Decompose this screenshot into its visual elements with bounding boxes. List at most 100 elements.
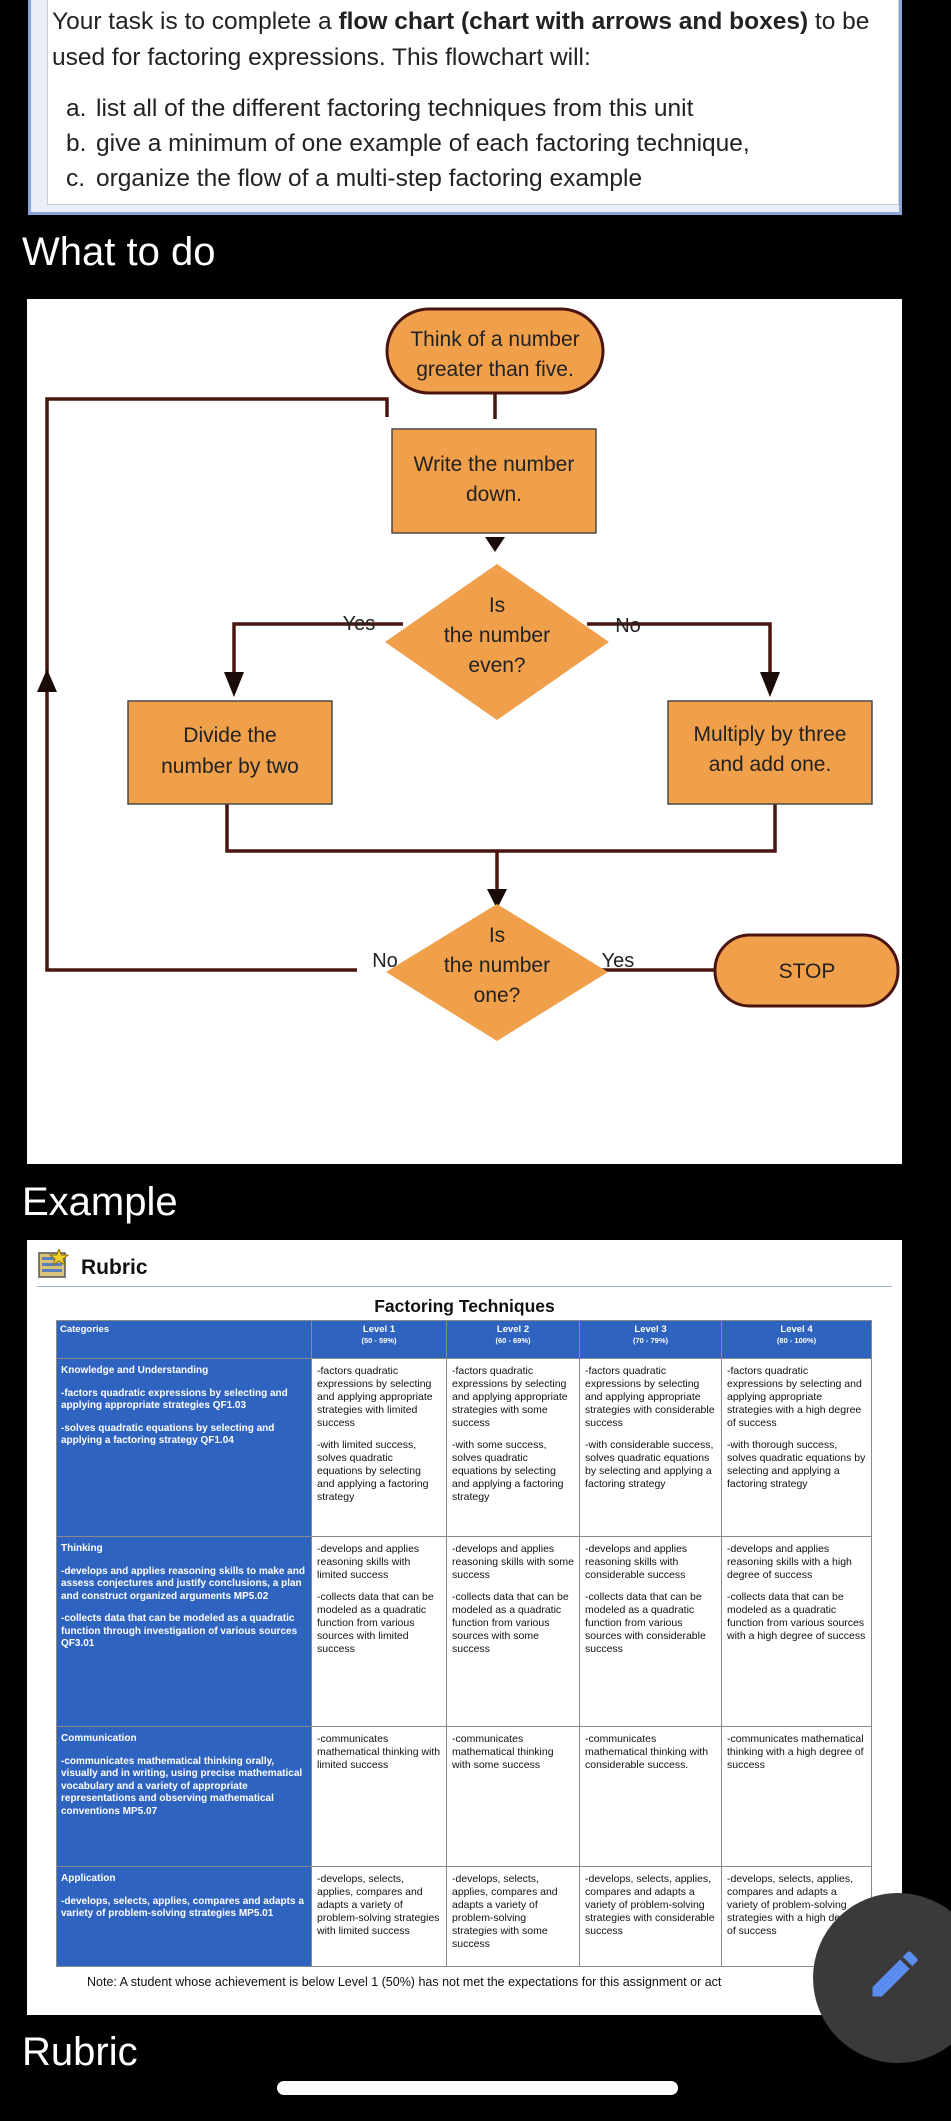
table-row: Application -develops, selects, applies,… xyxy=(56,1866,872,1967)
one-decision-text-1: Is xyxy=(489,924,505,947)
level-text: -develops and applies reasoning skills w… xyxy=(452,1543,574,1581)
level-cell: -develops and applies reasoning skills w… xyxy=(311,1536,447,1727)
task-item-letter: c. xyxy=(66,165,86,192)
task-item-letter: a. xyxy=(66,95,87,122)
loop-back-line xyxy=(45,397,389,972)
level-cell: -communicates mathematical thinking with… xyxy=(446,1726,580,1867)
header-level-2: Level 2(60 - 69%) xyxy=(446,1320,580,1359)
rubric-table: Categories Level 1(50 - 59%) Level 2(60 … xyxy=(56,1320,872,1967)
level-cell: -develops, selects, applies, compares an… xyxy=(311,1866,447,1967)
header-level-4: Level 4(80 - 100%) xyxy=(721,1320,872,1359)
level-cell: -develops and applies reasoning skills w… xyxy=(446,1536,580,1727)
level-text: -develops, selects, applies, compares an… xyxy=(585,1873,715,1937)
multiply-node-text-2: and add one. xyxy=(709,753,832,776)
rubric-divider xyxy=(37,1286,892,1287)
arrow-down-multiply xyxy=(760,672,780,697)
level-cell: -factors quadratic expressions by select… xyxy=(446,1358,580,1537)
header-level-1: Level 1(50 - 59%) xyxy=(311,1320,447,1359)
level-text: -develops and applies reasoning skills w… xyxy=(317,1543,420,1581)
task-intro-bold: flow chart (chart with arrows and boxes) xyxy=(338,8,809,35)
write-node xyxy=(391,428,597,534)
flowchart-panel: Think of a number greater than five. Wri… xyxy=(27,299,902,1164)
even-decision-text-1: Is xyxy=(489,594,505,617)
category-title: Thinking xyxy=(61,1543,103,1554)
task-item-text: list all of the different factoring tech… xyxy=(96,95,694,122)
table-row: Thinking -develops and applies reasoning… xyxy=(56,1536,872,1727)
write-node-text-1: Write the number xyxy=(414,453,575,476)
rubric-icon xyxy=(37,1247,70,1281)
flowchart-arrowheads xyxy=(37,537,780,909)
home-indicator[interactable] xyxy=(277,2081,678,2095)
level-cell: -communicates mathematical thinking with… xyxy=(721,1726,872,1867)
rubric-header: Rubric xyxy=(37,1247,148,1282)
no-label: No xyxy=(615,615,641,637)
divide-node-text-2: number by two xyxy=(161,755,299,778)
heading-what-to-do: What to do xyxy=(22,230,216,274)
task-intro-text-end: to be used for factoring expressions. Th… xyxy=(52,8,870,71)
task-list-item: c. organize the flow of a multi-step fact… xyxy=(66,161,898,196)
level-text: -communicates mathematical thinking with… xyxy=(452,1733,554,1771)
header-level-3: Level 3(70 - 79%) xyxy=(579,1320,722,1359)
task-description-inner: Your task is to complete a flow chart (c… xyxy=(47,0,899,205)
level-text: -communicates mathematical thinking with… xyxy=(317,1733,441,1771)
table-row: Knowledge and Understanding -factors qua… xyxy=(56,1358,872,1537)
rubric-note: Note: A student whose achievement is bel… xyxy=(87,1975,722,1989)
level-text: -with limited success, solves quadratic … xyxy=(317,1439,429,1503)
category-knowledge: Knowledge and Understanding -factors qua… xyxy=(56,1358,312,1537)
header-level-range: (60 - 69%) xyxy=(495,1336,531,1345)
stop-node xyxy=(713,933,900,1008)
header-level-range: (70 - 79%) xyxy=(632,1336,668,1345)
edit-fab-button[interactable] xyxy=(813,1893,951,2063)
table-row: Communication -communicates mathematical… xyxy=(56,1726,872,1867)
level-text: -factors quadratic expressions by select… xyxy=(452,1365,568,1429)
level-text: -develops, selects, applies, compares an… xyxy=(317,1873,440,1937)
start-node-text-1: Think of a number xyxy=(410,328,579,351)
category-text: -develops and applies reasoning skills t… xyxy=(61,1565,305,1602)
category-communication: Communication -communicates mathematical… xyxy=(56,1726,312,1867)
arrow-down-even xyxy=(485,537,505,552)
task-description-box: Your task is to complete a flow chart (c… xyxy=(28,0,902,215)
even-decision-node xyxy=(385,564,609,720)
level-text: -factors quadratic expressions by select… xyxy=(317,1365,433,1429)
level-cell: -develops and applies reasoning skills w… xyxy=(721,1536,872,1727)
divide-node-text-1: Divide the xyxy=(183,724,276,747)
level-cell: -factors quadratic expressions by select… xyxy=(721,1358,872,1537)
level-cell: -factors quadratic expressions by select… xyxy=(311,1358,447,1537)
header-level-range: (50 - 59%) xyxy=(361,1336,397,1345)
level-text: -communicates mathematical thinking with… xyxy=(585,1733,709,1771)
flowchart-connectors xyxy=(45,392,777,972)
rubric-header-row: Categories Level 1(50 - 59%) Level 2(60 … xyxy=(56,1320,872,1359)
level-text: -factors quadratic expressions by select… xyxy=(727,1365,862,1429)
header-level-label: Level 2 xyxy=(496,1324,530,1335)
even-decision-text-2: the number xyxy=(444,624,550,647)
task-item-text: organize the flow of a multi-step factor… xyxy=(96,165,643,192)
level-cell: -communicates mathematical thinking with… xyxy=(579,1726,722,1867)
task-intro-text: Your task is to complete a xyxy=(52,8,339,35)
task-list: a. list all of the different factoring te… xyxy=(66,91,898,196)
stop-node-text: STOP xyxy=(779,960,836,983)
task-list-item: a. list all of the different factoring te… xyxy=(66,91,898,126)
pencil-icon xyxy=(872,1951,918,1997)
category-text: -factors quadratic expressions by select… xyxy=(61,1387,288,1412)
task-item-letter: b. xyxy=(66,130,87,157)
rubric-panel: Rubric Factoring Techniques Categories L… xyxy=(27,1240,902,2015)
header-categories: Categories xyxy=(56,1320,312,1359)
level-text: -communicates mathematical thinking with… xyxy=(727,1733,864,1771)
one-decision-text-3: one? xyxy=(474,984,521,1007)
level-text: -with thorough success, solves quadratic… xyxy=(727,1439,866,1490)
arrow-down-one xyxy=(487,889,507,909)
heading-example: Example xyxy=(22,1180,178,1224)
multiply-node-text-1: Multiply by three xyxy=(694,723,847,746)
header-level-label: Level 1 xyxy=(362,1324,396,1335)
one-decision-text-2: the number xyxy=(444,954,550,977)
level-text: -develops, selects, applies, compares an… xyxy=(727,1873,862,1937)
task-item-text: give a minimum of one example of each fa… xyxy=(96,130,750,157)
level-text: -collects data that can be modeled as a … xyxy=(452,1591,569,1655)
header-level-label: Level 4 xyxy=(780,1324,813,1335)
category-text: -solves quadratic equations by selecting… xyxy=(61,1422,275,1447)
connector-even-no xyxy=(587,622,772,674)
level-cell: -factors quadratic expressions by select… xyxy=(579,1358,722,1537)
category-text: -develops, selects, applies, compares an… xyxy=(61,1895,304,1920)
category-title: Knowledge and Understanding xyxy=(61,1365,209,1376)
heading-rubric: Rubric xyxy=(22,2030,138,2074)
